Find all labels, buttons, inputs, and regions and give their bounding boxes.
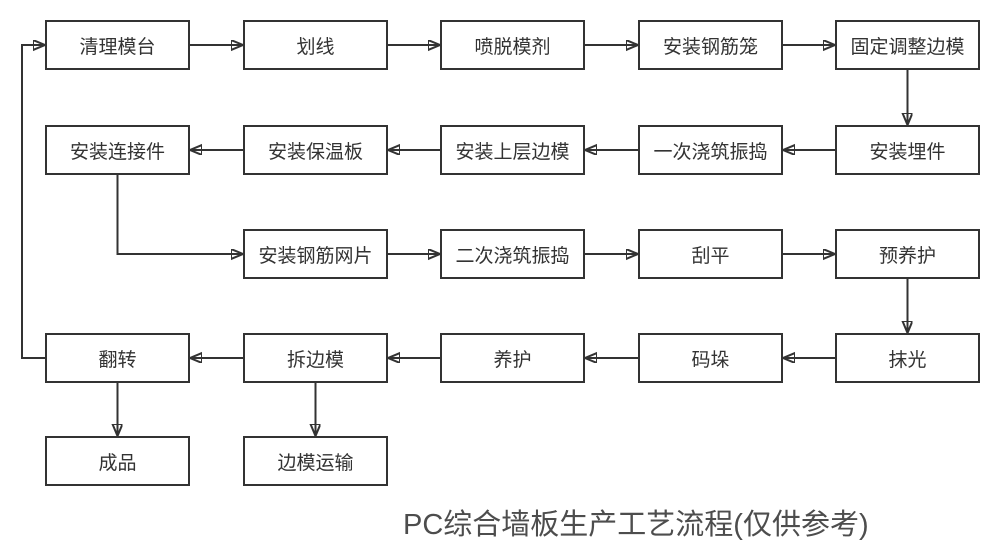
node-marking: 划线: [243, 20, 388, 70]
edge-connectors-to-rebar-mesh: [116, 175, 244, 254]
node-install-rebar-cage: 安装钢筋笼: [638, 20, 783, 70]
node-stacking: 码垛: [638, 333, 783, 383]
node-scrape-level: 刮平: [638, 229, 783, 279]
node-first-pour-vibrate: 一次浇筑振捣: [638, 125, 783, 175]
node-curing: 养护: [440, 333, 585, 383]
node-pre-curing: 预养护: [835, 229, 980, 279]
node-second-pour-vibrate: 二次浇筑振捣: [440, 229, 585, 279]
node-install-insulation-board: 安装保温板: [243, 125, 388, 175]
node-polishing: 抹光: [835, 333, 980, 383]
node-install-connectors: 安装连接件: [45, 125, 190, 175]
node-fix-adjust-side-mold: 固定调整边模: [835, 20, 980, 70]
node-spray-release-agent: 喷脱模剂: [440, 20, 585, 70]
node-install-upper-side-mold: 安装上层边模: [440, 125, 585, 175]
node-finished-product: 成品: [45, 436, 190, 486]
node-side-mold-transport: 边模运输: [243, 436, 388, 486]
node-flip: 翻转: [45, 333, 190, 383]
node-clean-mold-table: 清理模台: [45, 20, 190, 70]
node-install-embedded-parts: 安装埋件: [835, 125, 980, 175]
diagram-title: PC综合墙板生产工艺流程(仅供参考): [403, 509, 869, 541]
edge-flip-to-clean-feedback: [21, 45, 45, 359]
node-remove-side-mold: 拆边模: [243, 333, 388, 383]
node-install-rebar-mesh: 安装钢筋网片: [243, 229, 388, 279]
